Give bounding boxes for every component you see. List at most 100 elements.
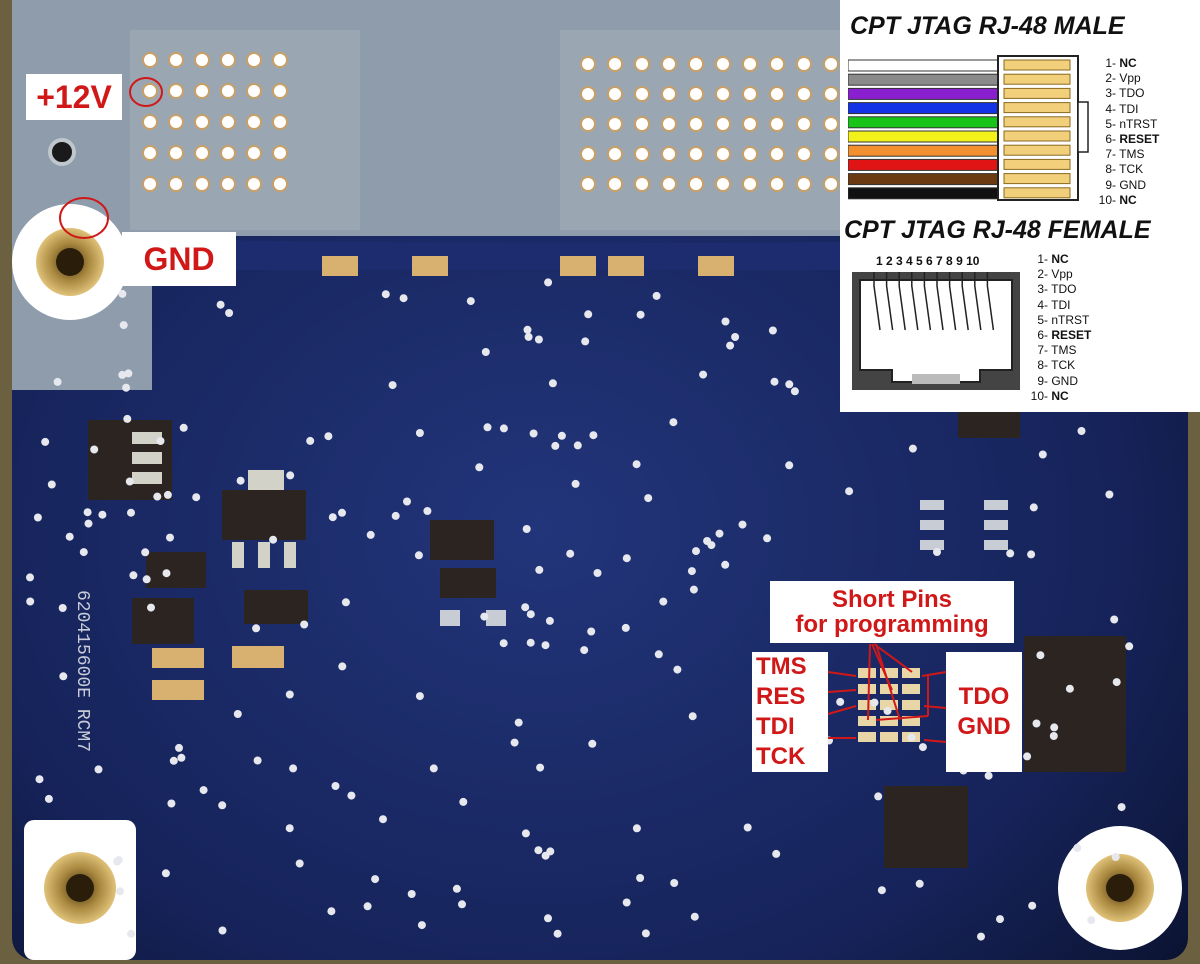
connector-pad	[715, 146, 731, 162]
via	[622, 554, 631, 563]
via	[510, 738, 519, 747]
via	[236, 476, 245, 485]
connector-pad	[661, 176, 677, 192]
connector-pad	[220, 145, 236, 161]
via	[118, 289, 127, 298]
via	[1023, 752, 1032, 761]
via	[721, 317, 730, 326]
plug-contact-1	[1003, 59, 1071, 71]
via	[632, 824, 641, 833]
via	[641, 929, 650, 938]
via	[654, 650, 663, 659]
via	[1087, 916, 1096, 925]
via	[166, 533, 174, 542]
via	[338, 662, 347, 671]
connector-pad	[142, 52, 158, 68]
male-pin-row: 5- nTRST	[1098, 117, 1159, 132]
via	[877, 886, 886, 895]
connector-pad	[769, 146, 785, 162]
connector-pad	[607, 86, 623, 102]
via	[644, 494, 653, 503]
via	[26, 573, 34, 582]
via	[327, 907, 336, 916]
pin-separator: -	[1112, 71, 1120, 86]
via	[763, 534, 772, 543]
via	[544, 914, 552, 923]
via	[544, 278, 553, 287]
pin-name: TDI	[1119, 101, 1139, 116]
via	[429, 764, 438, 773]
via	[481, 348, 490, 356]
pin-name: Vpp	[1051, 267, 1073, 282]
via	[371, 875, 380, 884]
wire-2	[848, 73, 999, 86]
connector-pad	[634, 116, 650, 132]
connector-pad	[607, 176, 623, 192]
via	[414, 551, 423, 560]
via	[522, 525, 531, 533]
female-pin-row: 7- TMS	[1030, 343, 1091, 358]
via	[289, 764, 298, 773]
pin-name: NC	[1051, 388, 1069, 403]
connector-pad	[715, 86, 731, 102]
via	[621, 623, 630, 632]
pin-separator: -	[1112, 101, 1120, 116]
pin-separator: -	[1044, 312, 1052, 327]
via	[175, 743, 183, 752]
via	[546, 847, 555, 856]
pin-number: 6	[1037, 327, 1044, 342]
via	[548, 379, 557, 388]
via	[545, 616, 554, 625]
wire-10	[848, 187, 999, 200]
via	[785, 380, 794, 389]
pin-label-tck: TCK	[756, 743, 806, 770]
connector-pad	[634, 86, 650, 102]
pin-separator: -	[1044, 373, 1052, 388]
via	[535, 565, 544, 574]
jack-contact-3	[898, 272, 906, 331]
via	[785, 461, 794, 470]
via	[772, 849, 781, 858]
via	[1117, 803, 1126, 812]
connector-pad	[272, 145, 288, 161]
pin-name: NC	[1119, 192, 1137, 207]
via	[466, 297, 475, 306]
connector-pad	[272, 52, 288, 68]
connector-pad	[194, 176, 210, 192]
via	[636, 310, 645, 319]
plug-contact-6	[1003, 130, 1071, 142]
jack-contact-10	[986, 272, 995, 331]
connector-pad	[246, 114, 262, 130]
via	[113, 857, 122, 866]
via	[731, 333, 740, 341]
via	[1050, 723, 1059, 732]
jack-contact-8	[961, 272, 969, 331]
pin-label-tdo: TDO	[958, 683, 1010, 710]
via	[690, 912, 699, 921]
connector-pad	[823, 146, 839, 162]
via	[523, 325, 532, 334]
connector-pad	[823, 86, 839, 102]
connector-pad	[688, 116, 704, 132]
connector-pad	[742, 86, 758, 102]
connector-pad	[272, 114, 288, 130]
pin-name: TCK	[1119, 162, 1144, 177]
via	[199, 786, 208, 795]
via	[652, 291, 661, 300]
connector-pad	[168, 83, 184, 99]
via	[141, 548, 150, 557]
male-pin-row: 4- TDI	[1098, 102, 1159, 117]
via	[908, 444, 917, 453]
via	[167, 799, 176, 808]
via	[659, 597, 668, 606]
connector-pad	[796, 86, 812, 102]
via	[147, 603, 155, 612]
connector-pad	[742, 56, 758, 72]
female-pin-row: 6- RESET	[1030, 328, 1091, 343]
pin-separator: -	[1044, 358, 1052, 373]
via	[589, 431, 598, 440]
via	[933, 548, 941, 556]
male-pin-row: 2- Vpp	[1098, 71, 1159, 86]
pin-name: nTRST	[1051, 312, 1090, 327]
